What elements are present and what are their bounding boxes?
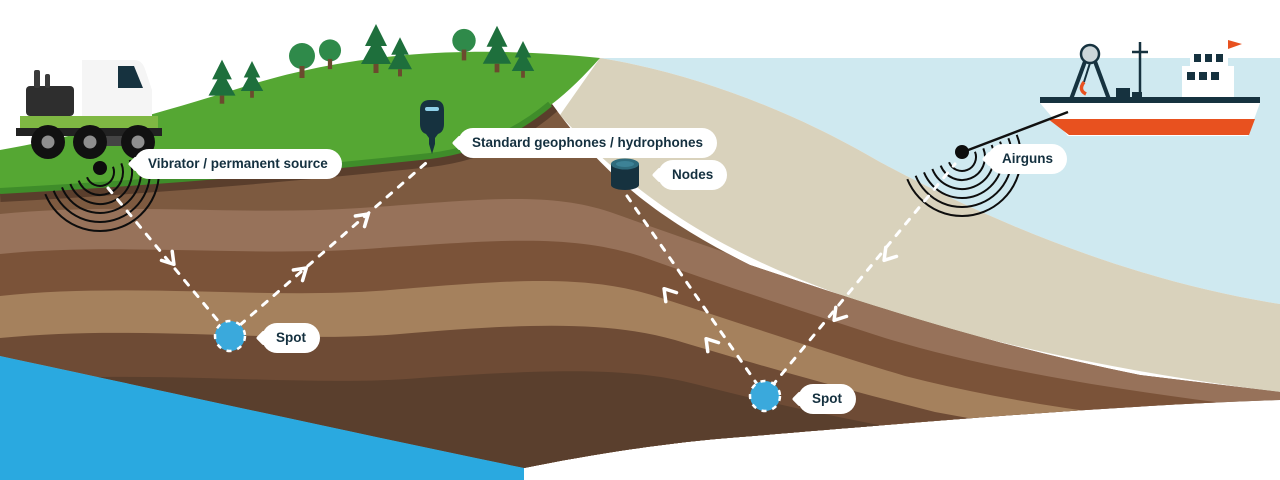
- node-icon: [611, 158, 639, 190]
- label-airguns: Airguns: [988, 144, 1068, 174]
- vibrator-source-dot: [93, 161, 107, 175]
- airgun-source-dot: [955, 145, 969, 159]
- ray-source-to-spot-land: [106, 186, 226, 330]
- spot-marker-icon: [748, 379, 782, 413]
- label-nodes: Nodes: [658, 160, 728, 190]
- airgun-towline: [962, 110, 1069, 154]
- label-vibrator: Vibrator / permanent source: [134, 149, 342, 179]
- label-spot-sea: Spot: [798, 384, 856, 414]
- deep-water: [0, 356, 524, 480]
- seismic-ray-paths: [106, 161, 957, 388]
- label-spot-land: Spot: [262, 323, 320, 353]
- survey-vessel-icon: [1040, 40, 1260, 136]
- seabed-sand: [560, 58, 1280, 392]
- geophone-icon: [420, 100, 444, 154]
- ray-spot-to-geophone: [238, 161, 428, 327]
- vibrator-truck-icon: [16, 60, 162, 159]
- label-geophones: Standard geophones / hydrophones: [458, 128, 718, 158]
- spot-marker-icon: [213, 319, 247, 353]
- strata-layers: [0, 104, 1280, 468]
- ray-direction-chevrons: [159, 212, 899, 354]
- ray-airgun-to-spot: [770, 162, 957, 388]
